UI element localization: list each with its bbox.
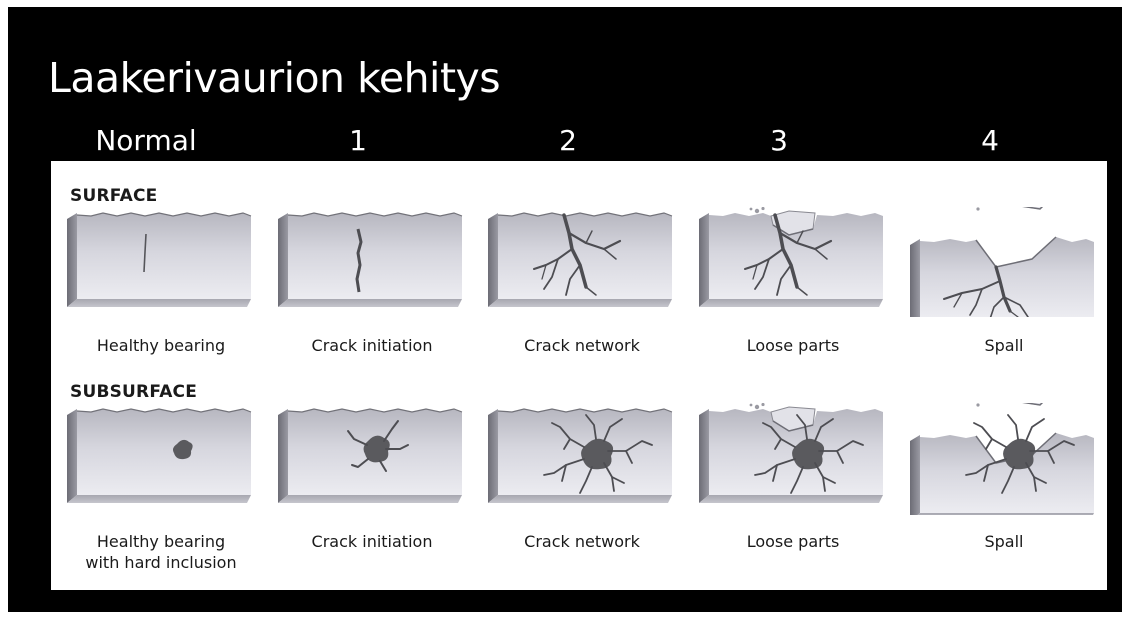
damage-diagram-panel: SURFACE SUBSURFACE Healthy bearing Crack… xyxy=(51,161,1107,590)
surface-crack-network-illustration xyxy=(482,207,682,317)
stage-heading-4: 4 xyxy=(890,123,1090,159)
surface-healthy-bearing-illustration xyxy=(61,207,261,317)
surface-caption-1: Crack initiation xyxy=(272,335,472,356)
surface-crack-initiation-illustration xyxy=(272,207,472,317)
subsurface-caption-3: Loose parts xyxy=(693,531,893,552)
stage-heading-normal: Normal xyxy=(46,123,246,159)
surface-spall-illustration xyxy=(904,207,1104,317)
subsurface-crack-initiation-illustration xyxy=(272,403,472,515)
section-label-surface: SURFACE xyxy=(70,186,157,206)
subsurface-caption-2: Crack network xyxy=(482,531,682,552)
stage-heading-3: 3 xyxy=(679,123,879,159)
subsurface-caption-normal-line1: Healthy bearing xyxy=(61,531,261,552)
stage-heading-1: 1 xyxy=(258,123,458,159)
surface-loose-parts-illustration xyxy=(693,207,893,317)
subsurface-caption-normal: Healthy bearing with hard inclusion xyxy=(61,531,261,573)
subsurface-caption-1: Crack initiation xyxy=(272,531,472,552)
surface-caption-3: Loose parts xyxy=(693,335,893,356)
surface-caption-normal: Healthy bearing xyxy=(61,335,261,356)
surface-caption-2: Crack network xyxy=(482,335,682,356)
subsurface-spall-illustration xyxy=(904,403,1104,515)
subsurface-healthy-bearing-illustration xyxy=(61,403,261,515)
subsurface-crack-network-illustration xyxy=(482,403,682,515)
subsurface-caption-normal-line2: with hard inclusion xyxy=(61,552,261,573)
subsurface-loose-parts-illustration xyxy=(693,403,893,515)
stage-heading-2: 2 xyxy=(468,123,668,159)
slide-title: Laakerivaurion kehitys xyxy=(48,53,500,103)
subsurface-caption-4: Spall xyxy=(904,531,1104,552)
section-label-subsurface: SUBSURFACE xyxy=(70,382,197,402)
slide: Laakerivaurion kehitys Normal 1 2 3 4 SU… xyxy=(8,7,1122,612)
surface-caption-4: Spall xyxy=(904,335,1104,356)
